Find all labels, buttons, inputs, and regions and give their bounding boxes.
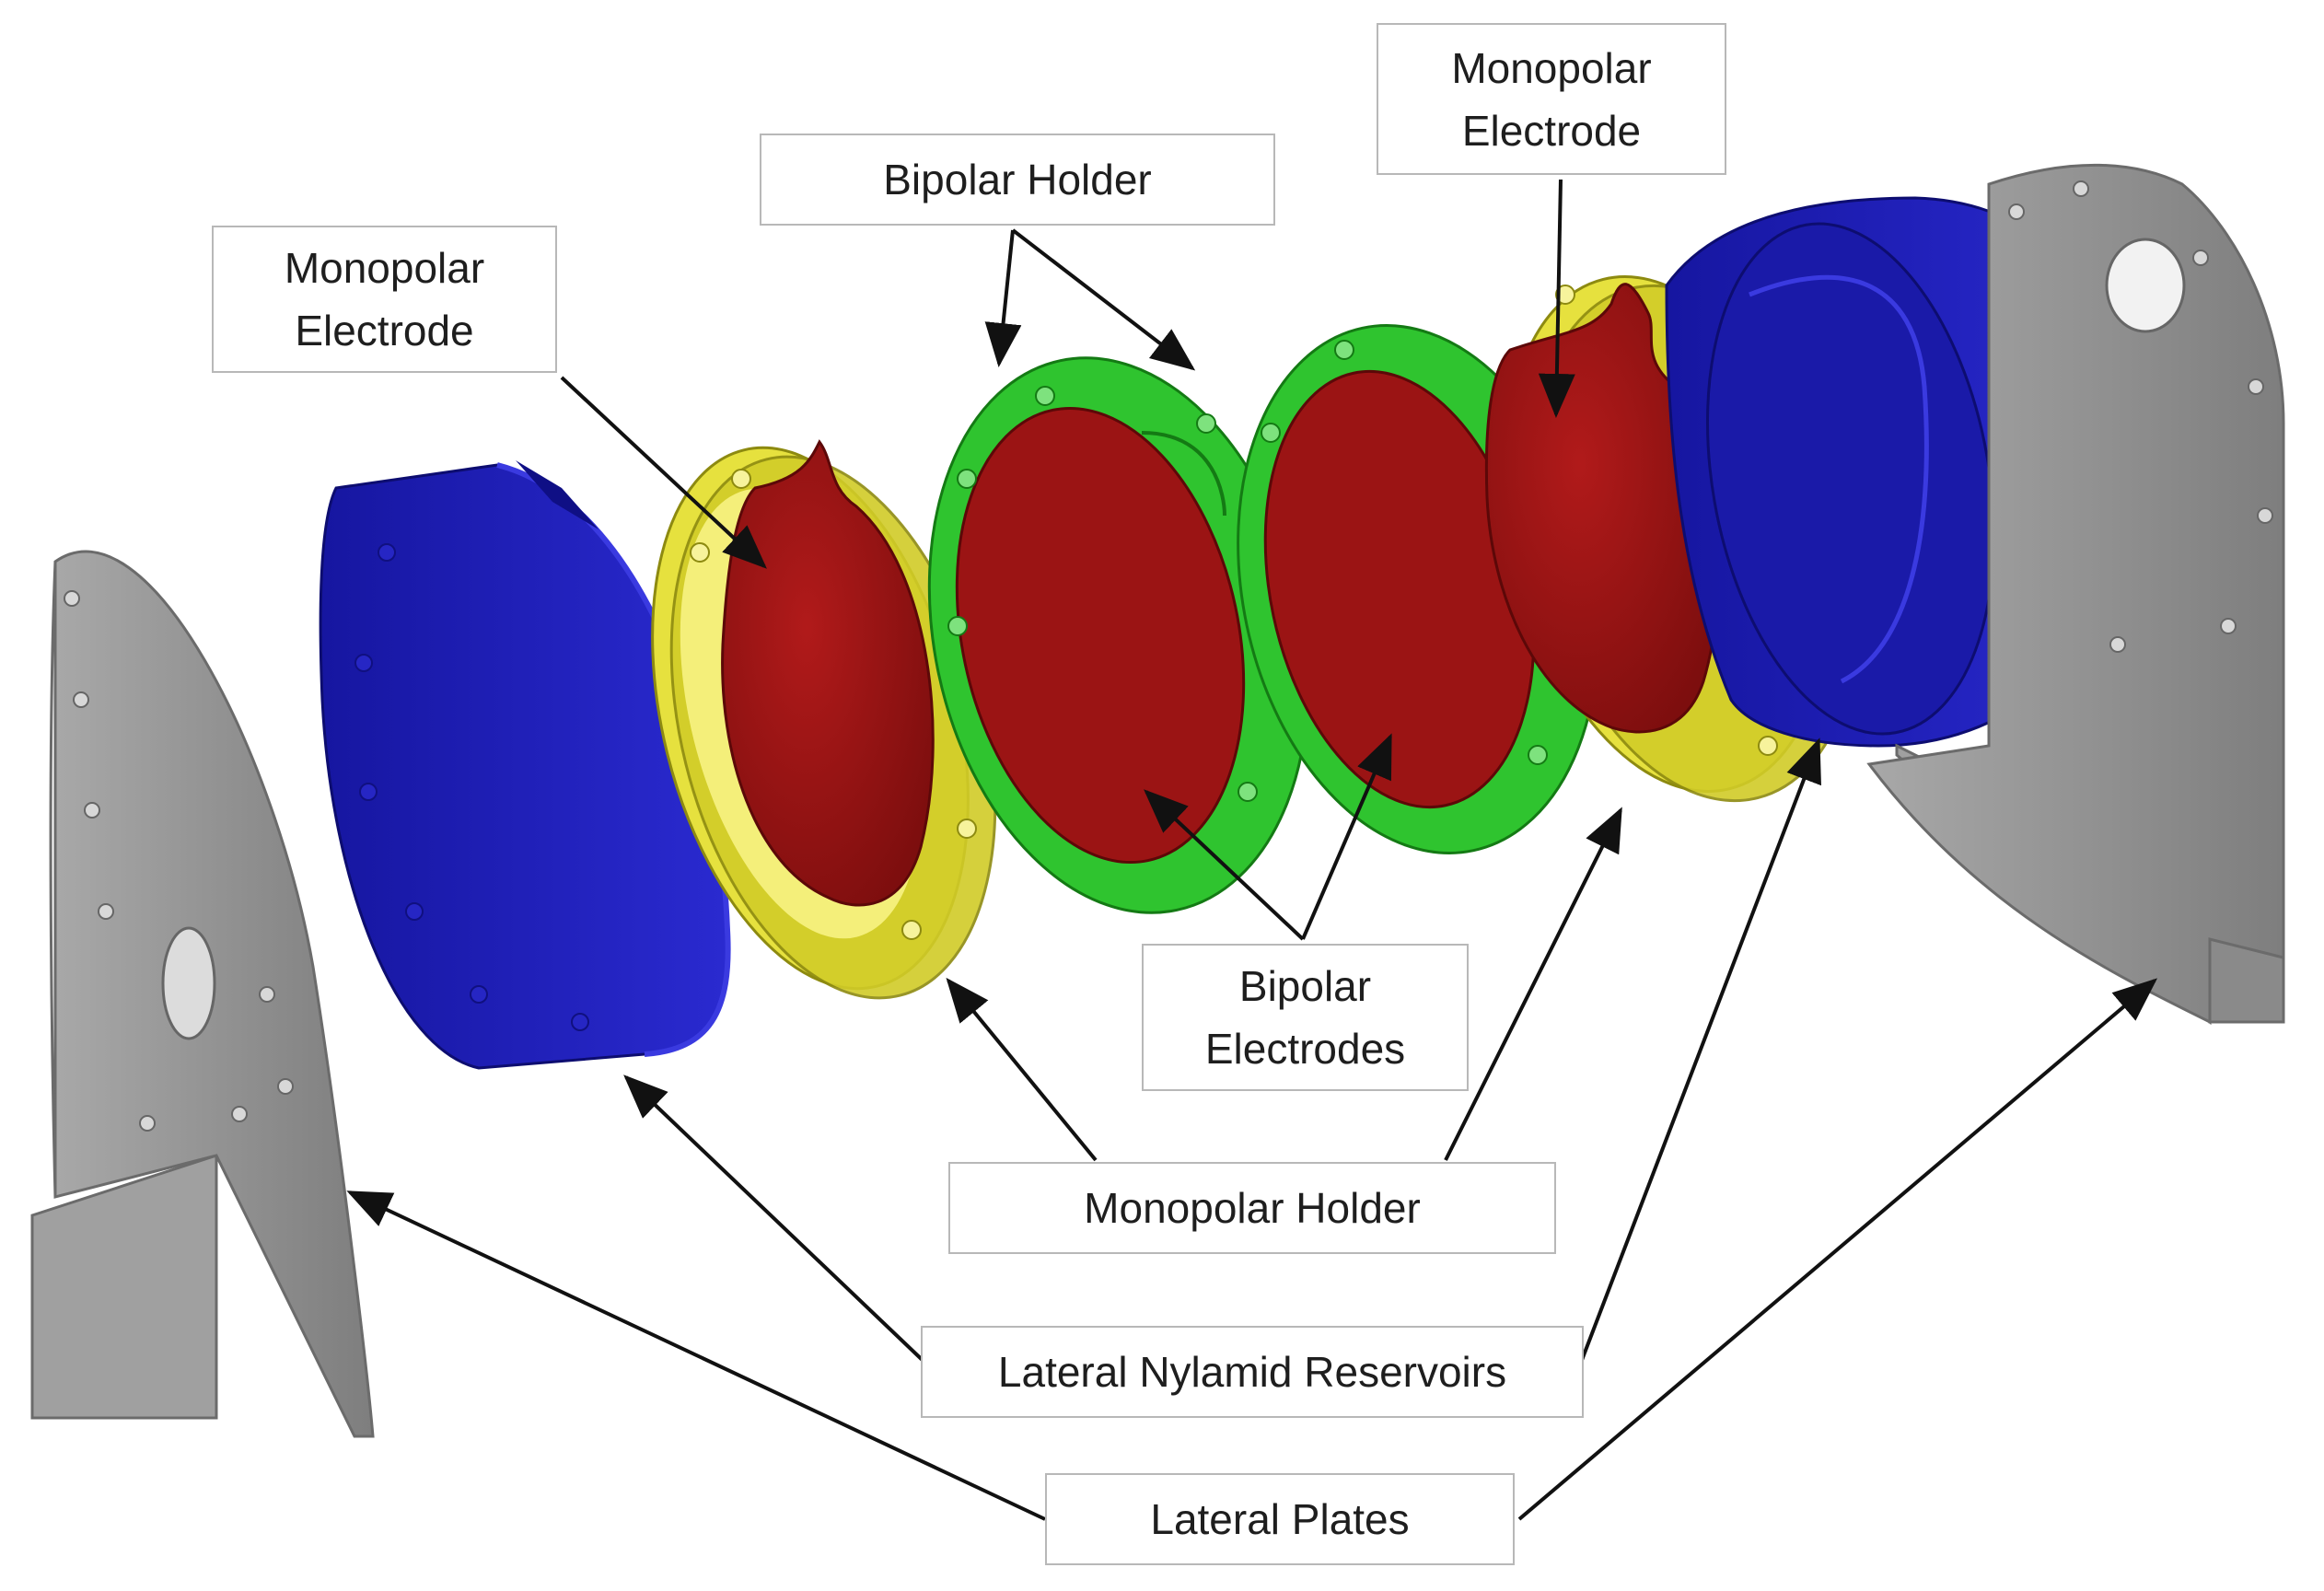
- label-monopolar-holder: Monopolar Holder: [948, 1162, 1556, 1254]
- label-lateral-nylamid-reservoirs: Lateral Nylamid Reservoirs: [921, 1326, 1584, 1418]
- label-bipolar-electrodes: Bipolar Electrodes: [1142, 944, 1469, 1091]
- callout-arrows: [346, 179, 2158, 1521]
- arrow-lateral-plate-left: [346, 1190, 1046, 1521]
- arrow-bipolar-electrodes-left: [1144, 789, 1305, 941]
- arrow-monopolar-holder-right: [1444, 807, 1622, 1161]
- bipolar-holder-left: [927, 356, 1310, 914]
- arrow-reservoir-left: [623, 1074, 932, 1369]
- nylamid-reservoir-left: [319, 460, 731, 1070]
- arrow-monopolar-electrode-right: [1538, 179, 1575, 418]
- label-monopolar-electrode-left: Monopolar Electrode: [212, 226, 557, 373]
- label-monopolar-electrode-right: Monopolar Electrode: [1377, 23, 1726, 175]
- lateral-plate-right: [1866, 163, 2285, 1026]
- lateral-plate-left: [30, 550, 375, 1438]
- arrow-bipolar-holder-left: [984, 229, 1022, 367]
- arrow-monopolar-electrode-left: [560, 376, 767, 569]
- monopolar-electrode-left: [721, 439, 935, 907]
- arrow-lateral-plate-right: [1517, 978, 2158, 1521]
- arrow-reservoir-right: [1577, 737, 1821, 1368]
- arrow-bipolar-holder-right: [1011, 228, 1196, 371]
- label-lateral-plates: Lateral Plates: [1045, 1473, 1515, 1565]
- arrow-bipolar-electrodes-right: [1301, 733, 1392, 940]
- arrow-monopolar-holder-left: [946, 977, 1098, 1162]
- label-bipolar-holder: Bipolar Holder: [760, 134, 1275, 226]
